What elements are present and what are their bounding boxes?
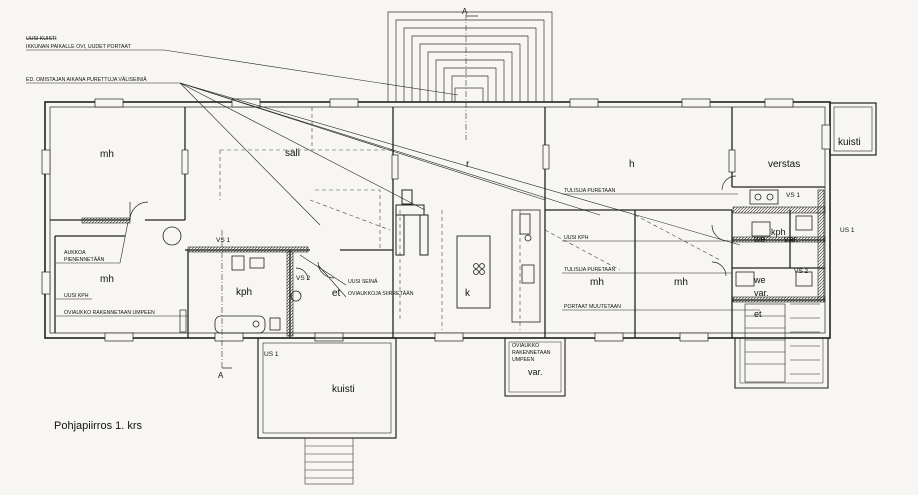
room-et: et [332, 288, 341, 299]
new-walls-hatched [81, 189, 826, 337]
note-uusi-seina: UUSI SEINÄ [348, 278, 378, 285]
room-kph-left: kph [236, 287, 252, 298]
drawing-title: Pohjapiirros 1. krs [54, 420, 143, 432]
windows [41, 98, 831, 342]
removed-walls-dashed [219, 107, 721, 330]
room-we-2: we [753, 275, 766, 285]
note-oviaukkoja-siirretaan: OVIAUKKOJA SIIRRETÄÄN [348, 290, 414, 297]
kuisti-steps [304, 437, 354, 485]
room-et-2: et [754, 309, 762, 319]
room-var-center: var. [528, 367, 543, 377]
fireplace-blocks [395, 189, 429, 256]
section-marker-top: A [462, 7, 468, 16]
room-kuisti-top: kuisti [838, 137, 861, 148]
kitchen-island [456, 235, 491, 309]
right-wet-fixtures [735, 189, 813, 287]
leader-lines [26, 49, 760, 317]
room-r: r [466, 159, 470, 170]
note-aukkoa-2: PIENENNETÄÄN [64, 256, 105, 263]
marker-vs2-right: VS 2 [794, 268, 808, 275]
note-uusi-kph-right: UUSI KPH [564, 235, 589, 241]
room-var-1: var. [784, 234, 799, 244]
marker-us1-right: US 1 [840, 227, 855, 234]
left-bathroom-fixtures [162, 226, 302, 334]
room-sali: sali [285, 148, 300, 159]
note-ed-omistajan: ED. OMISTAJAN AIKANA PURETTUJA VÄLISEINI… [26, 76, 147, 83]
room-var-2: var. [754, 288, 769, 298]
marker-vs1-left: VS 1 [216, 237, 230, 244]
room-mh-1: mh [100, 149, 114, 160]
marker-us1-left: US 1 [264, 351, 279, 358]
room-kuisti-bottom: kuisti [332, 384, 355, 395]
room-kph-right: kph [771, 227, 786, 237]
room-k: k [465, 288, 471, 299]
front-steps-top [387, 11, 553, 103]
room-mh-2: mh [100, 274, 114, 285]
room-h: h [629, 159, 635, 170]
note-tulisija-1: TULISIJA PURETAAN [564, 188, 615, 194]
note-uusi-kph-left: UUSI KPH [64, 293, 89, 299]
note-aukkoa-1: AUKKOA [64, 250, 86, 256]
room-mh-4: mh [674, 277, 688, 288]
section-marker-bottom: A [218, 371, 224, 380]
room-mh-3: mh [590, 277, 604, 288]
var-center-annex [504, 337, 566, 397]
note-oviaukko-center-1: OVIAUKKO [512, 343, 539, 349]
stair-annex [734, 303, 829, 389]
note-oviaukko-center-2: RAKENNETAAN [512, 350, 551, 356]
marker-vs2-left: VS 2 [296, 275, 310, 282]
note-portaat-muutetaan: PORTAAT MUUTETAAN [564, 304, 621, 310]
note-oviaukko-center-3: UMPEEN [512, 357, 534, 363]
room-we-1: we [753, 234, 766, 244]
note-oviaukko-left: OVIAUKKO RAKENNETAAN UMPEEN [64, 310, 155, 316]
note-uusi-kuisti: UUSI KUISTI [26, 36, 57, 42]
room-verstas: verstas [768, 159, 800, 170]
note-ikkunan-paikalle: IKKUNAN PAIKALLE OVI, UUDET PORTAAT [26, 44, 132, 50]
note-tulisija-2: TULISIJA PURETAAN [564, 267, 615, 273]
kitchen-counter [511, 209, 541, 323]
marker-vs1-right: VS 1 [786, 192, 800, 199]
